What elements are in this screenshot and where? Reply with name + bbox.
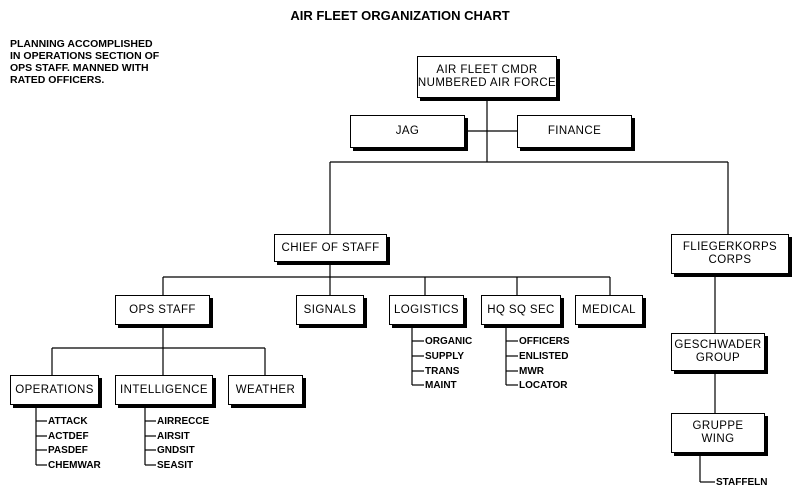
node-label: MEDICAL bbox=[582, 303, 636, 316]
sub-item: AIRSIT bbox=[157, 431, 190, 442]
node-label: OPERATIONS bbox=[15, 383, 94, 396]
sub-item: SEASIT bbox=[157, 460, 194, 471]
sub-item: AIRRECCE bbox=[157, 416, 210, 427]
node-label: NUMBERED AIR FORCE bbox=[417, 77, 557, 89]
node-chief-of-staff: CHIEF OF STAFF bbox=[274, 234, 387, 262]
node-jag: JAG bbox=[350, 115, 465, 148]
sub-item: MAINT bbox=[425, 380, 457, 391]
node-signals: SIGNALS bbox=[296, 295, 364, 325]
node-label: CORPS bbox=[708, 254, 752, 266]
node-medical: MEDICAL bbox=[575, 295, 643, 325]
sub-item: GNDSIT bbox=[157, 445, 195, 456]
sub-item: TRANS bbox=[425, 366, 460, 377]
node-label: SIGNALS bbox=[303, 303, 357, 316]
sub-item: ENLISTED bbox=[519, 351, 569, 362]
note-line: IN OPERATIONS SECTION OF bbox=[10, 50, 160, 62]
node-fliegerkorps: FLIEGERKORPS CORPS bbox=[671, 234, 789, 274]
node-gruppe: GRUPPE WING bbox=[671, 413, 765, 453]
node-label: JAG bbox=[395, 125, 420, 137]
sub-item: ACTDEF bbox=[48, 431, 89, 442]
node-logistics: LOGISTICS bbox=[389, 295, 464, 325]
note-line: RATED OFFICERS. bbox=[10, 74, 105, 86]
node-geschwader: GESCHWADER GROUP bbox=[671, 333, 765, 371]
node-label: LOGISTICS bbox=[394, 303, 459, 316]
planning-note: PLANNING ACCOMPLISHED IN OPERATIONS SECT… bbox=[10, 38, 200, 86]
sub-item: SUPPLY bbox=[425, 351, 465, 362]
sub-item: STAFFELN bbox=[716, 477, 768, 488]
node-label: WING bbox=[701, 433, 735, 445]
sub-item: LOCATOR bbox=[519, 380, 568, 391]
node-label: OPS STAFF bbox=[129, 303, 196, 316]
sub-item: PASDEF bbox=[48, 445, 88, 456]
node-label: INTELLIGENCE bbox=[120, 383, 208, 396]
node-label: AIR FLEET CMDR bbox=[436, 64, 538, 76]
node-operations: OPERATIONS bbox=[10, 375, 99, 405]
sub-item: ORGANIC bbox=[425, 336, 473, 347]
node-weather: WEATHER bbox=[228, 375, 303, 405]
node-intelligence: INTELLIGENCE bbox=[115, 375, 213, 405]
node-hq-sq-sec: HQ SQ SEC bbox=[481, 295, 561, 325]
node-label: WEATHER bbox=[235, 383, 296, 396]
node-label: GRUPPE bbox=[692, 420, 744, 432]
sub-item: ATTACK bbox=[48, 416, 88, 427]
note-line: PLANNING ACCOMPLISHED bbox=[10, 38, 153, 50]
node-label: GROUP bbox=[695, 352, 741, 364]
sub-item: OFFICERS bbox=[519, 336, 570, 347]
node-label: GESCHWADER bbox=[674, 339, 762, 351]
node-finance: FINANCE bbox=[517, 115, 632, 148]
node-air-fleet-cmdr: AIR FLEET CMDR NUMBERED AIR FORCE bbox=[417, 56, 557, 98]
note-line: OPS STAFF. MANNED WITH bbox=[10, 62, 149, 74]
node-ops-staff: OPS STAFF bbox=[115, 295, 210, 325]
chart-title: AIR FLEET ORGANIZATION CHART bbox=[290, 8, 510, 23]
node-label: FINANCE bbox=[547, 125, 602, 137]
node-label: FLIEGERKORPS bbox=[682, 241, 778, 253]
node-label: HQ SQ SEC bbox=[487, 303, 555, 316]
sub-item: MWR bbox=[519, 366, 544, 377]
sub-item: CHEMWAR bbox=[48, 460, 101, 471]
node-label: CHIEF OF STAFF bbox=[281, 241, 380, 254]
